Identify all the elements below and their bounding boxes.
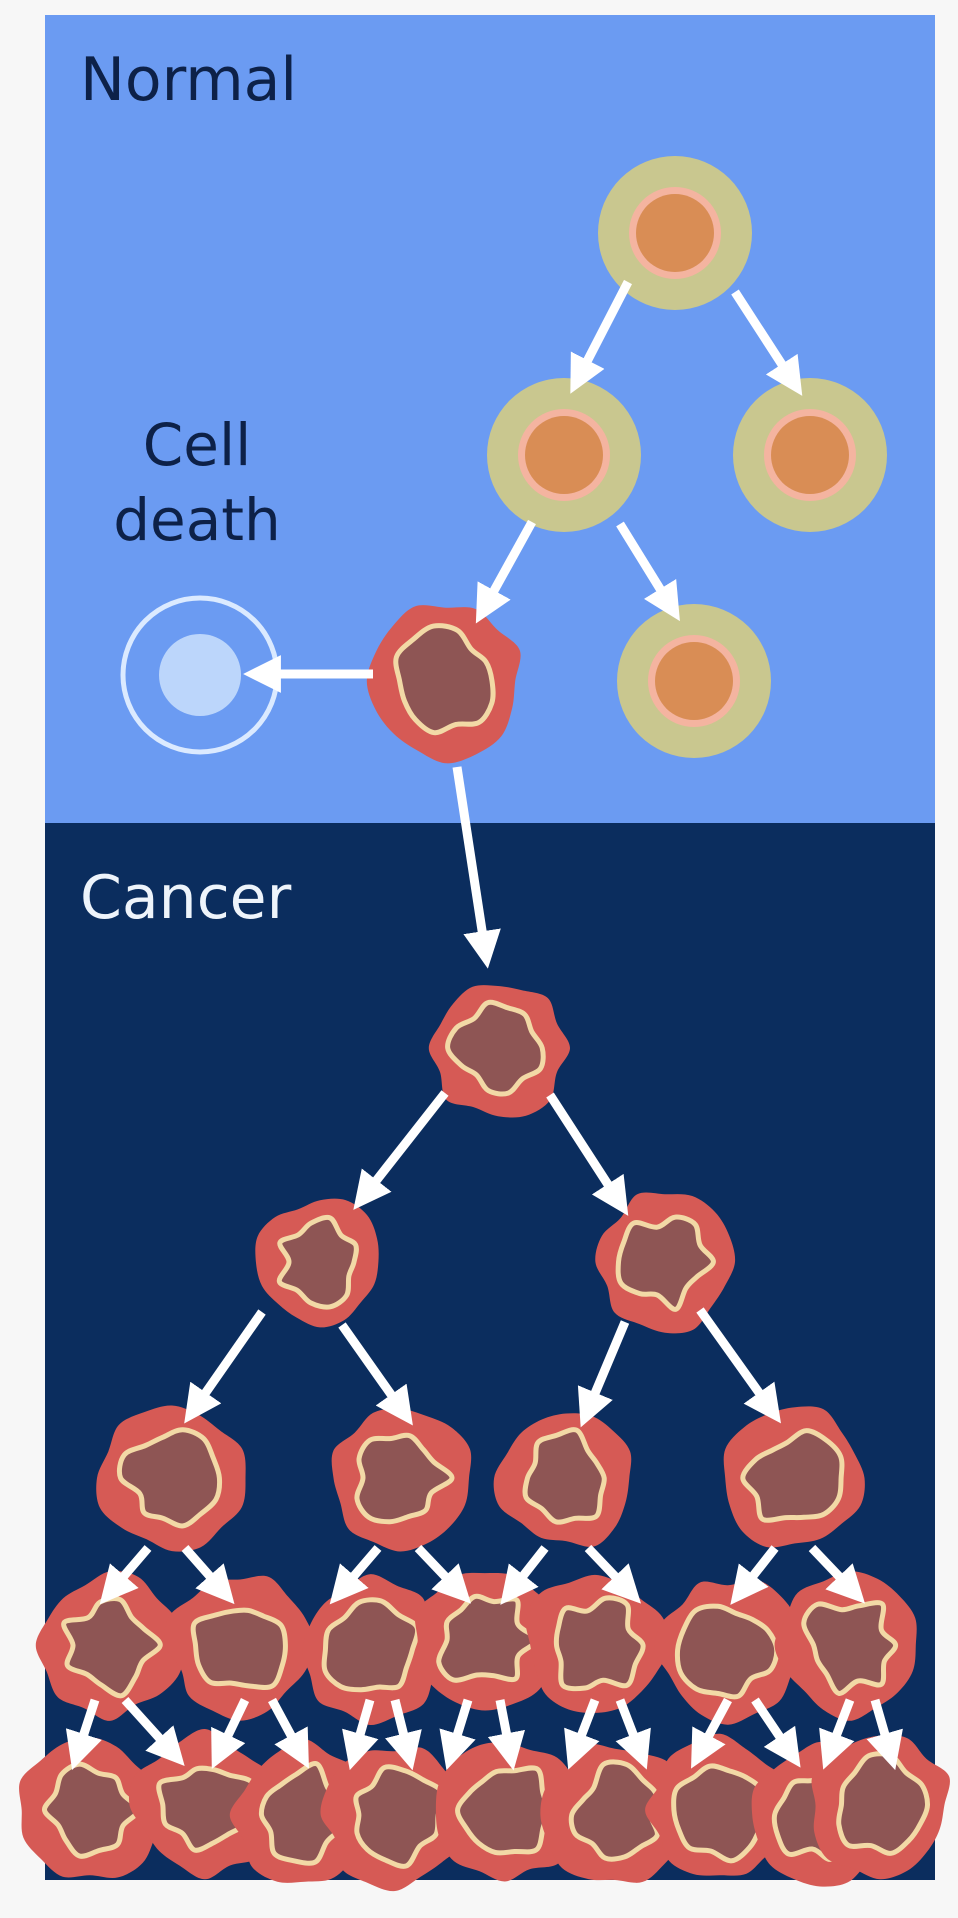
cancer-cell-gen3-2 [331,1408,472,1552]
cells-layer [19,156,950,1892]
cancer-cell-gen5-6 [540,1743,690,1883]
cancer-cell-gen5-5 [435,1742,581,1882]
cancer-cell-gen2-right [595,1192,736,1334]
arrow-top-to-right [731,289,803,396]
cell-death-label-line-2: death [113,486,281,554]
cancer-cell-gen5-7 [645,1733,791,1876]
cancer-cell-gen2-left [255,1198,379,1328]
arrow-gen4-2 [121,1696,185,1767]
cell-death-label-line-1: Cell [143,411,251,479]
arrow-left-to-mutated [475,519,536,624]
arrow-gen4-3 [211,1698,250,1770]
arrow-gen3-3 [329,1545,382,1605]
arrow-gen4-8 [487,1699,525,1771]
arrow-gen1-left [353,1090,449,1210]
normal-label: Normal [80,45,297,115]
arrow-gen4-13 [819,1698,855,1770]
normal-cell-lower [617,604,771,758]
arrow-mutated-to-cancer [452,766,501,969]
arrow-gen3-7 [730,1545,779,1605]
arrow-gen2-left-a [184,1309,266,1424]
arrow-gen4-14 [866,1698,903,1771]
cancer-cell-gen4-2 [164,1575,315,1721]
arrow-gen3-5 [500,1545,549,1605]
cancer-label: Cancer [80,863,292,933]
cancer-panel [45,823,935,1880]
cancer-cell-gen4-4 [414,1572,559,1711]
arrow-left-to-lower [616,521,680,622]
arrow-gen4-5 [342,1698,379,1771]
mutated-cell [366,605,521,764]
cancer-cell-gen5-4 [320,1747,466,1892]
arrow-gen4-1 [65,1698,102,1770]
cancer-cell-gen4-1 [35,1570,185,1721]
arrows-layer [65,279,903,1771]
cancer-cell-gen1 [428,985,570,1118]
normal-cell-top [598,156,752,310]
arrow-gen3-2 [181,1545,235,1605]
arrow-gen2-left-b [338,1322,413,1426]
arrow-gen2-right-a [577,1320,630,1428]
cancer-cell-gen5-1 [19,1737,165,1878]
arrow-gen4-11 [691,1697,732,1769]
cancer-cell-gen4-6 [654,1579,800,1725]
arrow-gen4-12 [751,1697,801,1768]
arrow-gen3-4 [414,1544,472,1604]
cancer-cell-gen4-7 [774,1571,917,1721]
arrow-gen4-7 [439,1698,476,1771]
arrow-top-to-left [570,279,632,394]
cancer-cell-gen3-3 [493,1413,632,1547]
normal-cell-right [733,378,887,532]
arrow-gen3-6 [584,1544,642,1604]
arrow-gen3-8 [808,1544,866,1604]
cancer-cell-gen4-5 [525,1574,671,1713]
arrow-gen4-6 [385,1698,422,1771]
normal-cell-left [487,378,641,532]
cancer-cell-gen3-4 [723,1406,865,1548]
arrow-gen4-4 [268,1697,309,1769]
cancer-cell-gen4-3 [302,1574,437,1726]
arrow-gen3-1 [99,1545,152,1605]
arrow-gen2-right-b [696,1307,781,1424]
arrow-gen1-right [546,1092,629,1216]
cancer-cell-gen3-1 [96,1405,246,1552]
arrow-gen4-9 [564,1698,600,1770]
arrow-gen4-10 [615,1698,651,1770]
